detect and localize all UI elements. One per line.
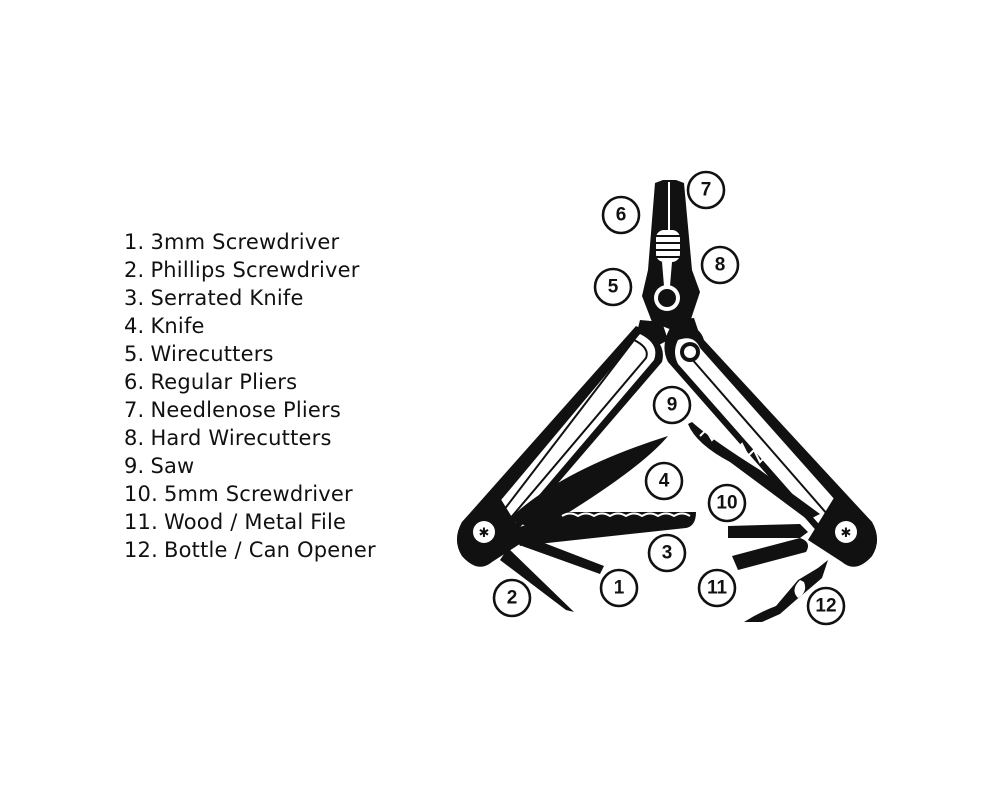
legend-item: 10.5mm Screwdriver [124,480,376,508]
svg-text:12: 12 [815,596,836,617]
svg-text:8: 8 [715,255,726,276]
legend-item: 5.Wirecutters [124,340,376,368]
right-handle: ✱ [664,325,877,567]
callout-10: 10 [707,483,747,523]
legend-label: Needlenose Pliers [150,398,341,422]
screwdriver-5mm [728,524,808,538]
callout-5: 5 [593,267,633,307]
bottle-opener [744,560,828,622]
legend-number: 3. [124,286,145,310]
legend-label: Phillips Screwdriver [150,258,360,282]
svg-text:5: 5 [608,277,619,298]
svg-text:11: 11 [707,578,728,599]
legend-number: 11. [124,510,158,534]
legend-label: Knife [150,314,205,338]
legend-item: 12.Bottle / Can Opener [124,536,376,564]
legend-label: Saw [150,454,195,478]
legend-item: 6.Regular Pliers [124,368,376,396]
legend-label: Serrated Knife [150,286,304,310]
callout-4: 4 [644,461,684,501]
callout-2: 2 [492,578,532,618]
callout-6: 6 [601,195,641,235]
callout-8: 8 [700,245,740,285]
callout-1: 1 [599,568,639,608]
legend-number: 5. [124,342,145,366]
legend-label: Bottle / Can Opener [164,538,376,562]
legend-label: Wirecutters [150,342,274,366]
legend-label: Regular Pliers [150,370,298,394]
legend-item: 11.Wood / Metal File [124,508,376,536]
legend-item: 7.Needlenose Pliers [124,396,376,424]
tool-legend: 1.3mm Screwdriver 2.Phillips Screwdriver… [124,228,376,564]
saw-blade [688,422,820,520]
callout-7: 7 [686,170,726,210]
svg-text:6: 6 [616,205,627,226]
legend-item: 9.Saw [124,452,376,480]
svg-text:4: 4 [659,471,670,492]
svg-text:10: 10 [716,493,737,514]
svg-text:✱: ✱ [841,526,852,541]
svg-text:2: 2 [507,588,518,609]
callout-11: 11 [697,568,737,608]
legend-label: 5mm Screwdriver [164,482,353,506]
svg-text:9: 9 [667,395,678,416]
svg-text:1: 1 [614,578,625,599]
svg-text:✱: ✱ [479,526,490,541]
legend-label: Hard Wirecutters [150,426,332,450]
legend-number: 9. [124,454,145,478]
screw-icon [835,521,857,543]
callout-9: 9 [652,385,692,425]
legend-number: 7. [124,398,145,422]
legend-item: 8.Hard Wirecutters [124,424,376,452]
svg-text:7: 7 [701,180,712,201]
knife-blade [508,436,668,530]
legend-number: 2. [124,258,145,282]
phillips-screwdriver [500,548,574,612]
screw-icon [473,521,495,543]
legend-label: Wood / Metal File [164,510,347,534]
legend-label: 3mm Screwdriver [150,230,340,254]
svg-text:3: 3 [662,543,673,564]
legend-number: 6. [124,370,145,394]
callout-3: 3 [647,533,687,573]
serrated-knife-blade [512,512,696,546]
legend-item: 3.Serrated Knife [124,284,376,312]
legend-number: 8. [124,426,145,450]
legend-number: 4. [124,314,145,338]
file [732,538,808,570]
legend-number: 1. [124,230,145,254]
screwdriver-3mm [522,536,604,574]
legend-number: 12. [124,538,158,562]
legend-item: 4.Knife [124,312,376,340]
legend-item: 2.Phillips Screwdriver [124,256,376,284]
legend-item: 1.3mm Screwdriver [124,228,376,256]
legend-number: 10. [124,482,158,506]
left-handle: ✱ [457,326,663,567]
callout-12: 12 [806,586,846,626]
